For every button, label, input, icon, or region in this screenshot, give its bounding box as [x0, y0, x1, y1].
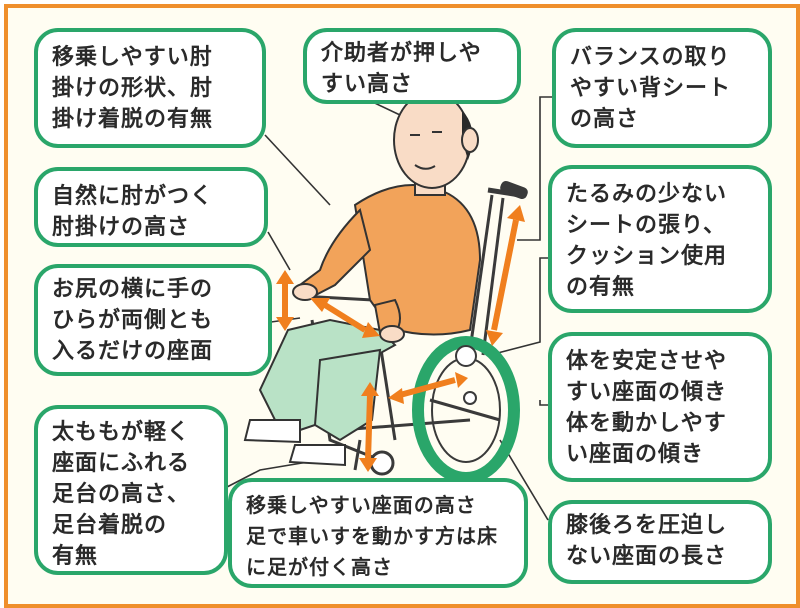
callout-push-height-text: 介助者が押しや すい高さ [321, 41, 482, 97]
callout-armrest-height: 自然に肘がつく 肘掛けの高さ [34, 167, 268, 247]
callout-back-seat: バランスの取り やすい背シート の高さ [552, 28, 772, 148]
callout-seat-height: 移乗しやすい座面の高さ 足で車いすを動かす方は床 に足が付く高さ [228, 478, 528, 588]
callout-back-seat-text: バランスの取り やすい背シート の高さ [570, 45, 732, 132]
callout-seat-height-text: 移乗しやすい座面の高さ 足で車いすを動かす方は床 に足が付く高さ [246, 493, 498, 579]
callout-footrest-text: 太ももが軽く 座面にふれる 足台の高さ、 足台着脱の 有無 [52, 420, 191, 569]
callout-seat-sag-text: たるみの少ない シートの張り、 クッション使用 の有無 [566, 182, 728, 300]
callout-seat-width-text: お尻の横に手の ひらが両側とも 入るだけの座面 [52, 277, 214, 364]
callout-seat-depth-text: 膝後ろを圧迫し ない座面の長さ [566, 513, 728, 569]
callout-footrest: 太ももが軽く 座面にふれる 足台の高さ、 足台着脱の 有無 [34, 405, 228, 575]
callout-seat-sag: たるみの少ない シートの張り、 クッション使用 の有無 [548, 165, 772, 313]
callout-seat-tilt-text: 体を安定させや すい座面の傾き 体を動かしやす い座面の傾き [566, 349, 728, 467]
person [243, 91, 482, 467]
callout-seat-width: お尻の横に手の ひらが両側とも 入るだけの座面 [34, 264, 272, 376]
callout-armrest-shape: 移乗しやすい肘 掛けの形状、肘 掛け着脱の有無 [34, 28, 266, 148]
callout-push-height: 介助者が押しや すい高さ [303, 28, 521, 104]
rear-wheel [412, 336, 520, 484]
measurement-arrows [276, 205, 525, 472]
callout-seat-tilt: 体を安定させや すい座面の傾き 体を動かしやす い座面の傾き [548, 332, 772, 482]
callout-seat-depth: 膝後ろを圧迫し ない座面の長さ [548, 500, 772, 584]
callout-armrest-height-text: 自然に肘がつく 肘掛けの高さ [52, 184, 214, 240]
callout-armrest-shape-text: 移乗しやすい肘 掛けの形状、肘 掛け着脱の有無 [52, 45, 214, 132]
